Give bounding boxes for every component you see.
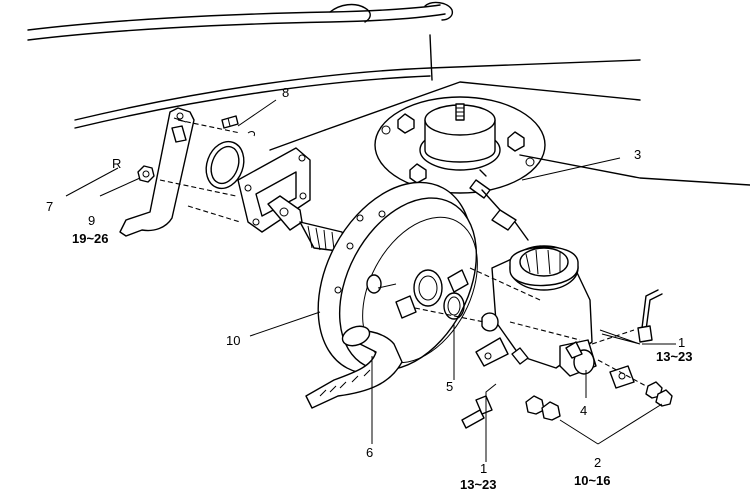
- callout-3-number: 3: [634, 147, 642, 162]
- callout-1b-number: 1: [480, 461, 488, 476]
- callout-5-number: 5: [446, 379, 454, 394]
- callout-1a-number: 1: [678, 335, 686, 350]
- vacuum-hose-part-6: [305, 325, 403, 409]
- gasket-ring: [205, 140, 245, 190]
- callout-10-number: 10: [226, 333, 241, 348]
- callout-2-torque: 10~16: [574, 473, 611, 488]
- callout-4-number: 4: [580, 403, 588, 418]
- callout-1b-torque: 13~23: [460, 477, 497, 492]
- master-cylinder-part-4: [475, 245, 597, 377]
- callout-2-number: 2: [594, 455, 602, 470]
- clip-part-3: [469, 169, 529, 241]
- nut-part-9: [137, 165, 155, 183]
- firewall-panel: [27, 1, 750, 186]
- assembly-lines: [159, 119, 647, 387]
- brake-booster-part-10: [317, 181, 478, 375]
- brake-pedal: [119, 107, 195, 237]
- leader-lines: [65, 99, 676, 462]
- callout-9-torque: 19~26: [72, 231, 109, 246]
- r-mark: R: [112, 156, 122, 171]
- callout-1a-torque: 13~23: [656, 349, 693, 364]
- callout-9-number: 9: [88, 213, 96, 228]
- callout-8-number: 8: [282, 85, 290, 100]
- brake-pipes-part-1: [461, 289, 663, 429]
- strut-tower: [374, 96, 546, 194]
- booster-pushrod: [267, 195, 347, 253]
- callout-6-number: 6: [366, 445, 374, 460]
- o-ring-part-5: [443, 292, 465, 320]
- clevis-pin-part-8: [221, 115, 255, 137]
- booster-studs: [377, 269, 469, 319]
- nuts-part-2: [525, 365, 673, 421]
- callout-7-number: 7: [46, 199, 54, 214]
